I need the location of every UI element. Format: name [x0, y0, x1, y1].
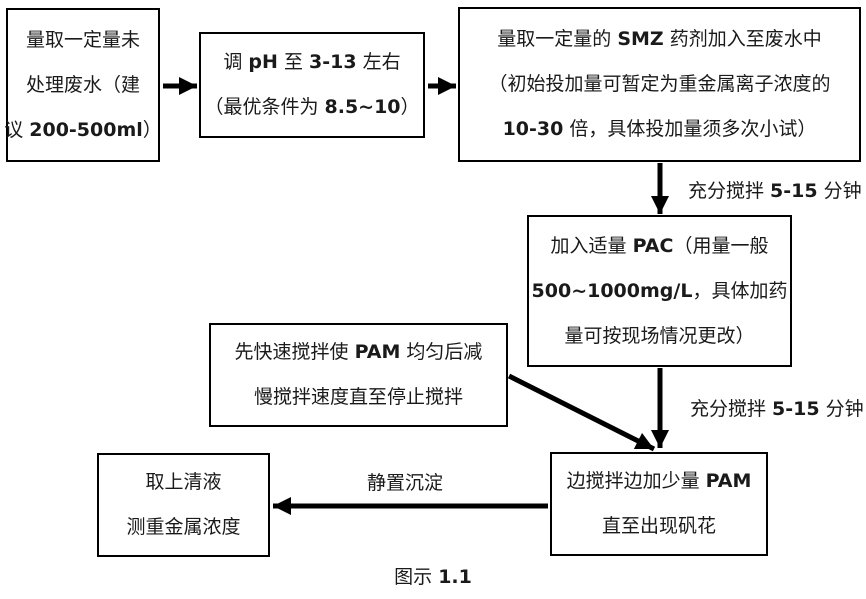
arrow-mixnote-to-pam	[507, 373, 656, 452]
box-take-supernatant: 取上清液 测重金属浓度	[97, 453, 270, 557]
box-text-line: （初始投加量可暂定为重金属离子浓度的	[488, 73, 831, 95]
edge-label-settle: 静置沉淀	[367, 472, 444, 494]
box-pam-mix-speed: 先快速搅拌使 PAM 均匀后减 慢搅拌速度直至停止搅拌	[209, 323, 508, 427]
box-text-line: 500~1000mg/L，具体加药	[531, 279, 788, 302]
box-add-pam: 边搅拌边加少量 PAM 直至出现矾花	[550, 452, 768, 556]
box-text-line: 边搅拌边加少量 PAM	[566, 470, 752, 492]
box-text-line: 测重金属浓度	[126, 516, 241, 538]
edge-label-stir-after-pac: 充分搅拌 5-15 分钟	[690, 398, 864, 420]
box-text-line: 直至出现矾花	[601, 515, 716, 537]
box-text-line: （最优条件为 8.5~10）	[204, 96, 420, 118]
box-text-line: 量可按现场情况更改）	[564, 324, 755, 347]
box-text-line: 10-30 倍，具体投加量须多次小试）	[502, 118, 817, 140]
box-adjust-ph: 调 pH 至 3-13 左右 （最优条件为 8.5~10）	[199, 32, 425, 138]
box-text-line: 处理废水（建	[25, 73, 140, 96]
box-text-line: 量取一定量未	[25, 28, 140, 51]
edge-label-stir-after-smz: 充分搅拌 5-15 分钟	[688, 180, 862, 202]
box-text-line: 加入适量 PAC（用量一般	[550, 234, 769, 257]
box-text-line: 先快速搅拌使 PAM 均匀后减	[234, 341, 483, 363]
box-text-line: 调 pH 至 3-13 左右	[223, 51, 401, 73]
figure-caption: 图示 1.1	[394, 566, 472, 588]
box-text-line: 取上清液	[145, 471, 222, 493]
box-text-line: 议 200-500ml）	[4, 118, 162, 141]
box-text-line: 慢搅拌速度直至停止搅拌	[253, 386, 463, 408]
box-text-line: 量取一定量的 SMZ 药剂加入至废水中	[497, 28, 822, 50]
box-measure-wastewater: 量取一定量未 处理废水（建 议 200-500ml）	[4, 8, 162, 162]
box-add-smz: 量取一定量的 SMZ 药剂加入至废水中 （初始投加量可暂定为重金属离子浓度的 1…	[458, 7, 861, 162]
box-add-pac: 加入适量 PAC（用量一般 500~1000mg/L，具体加药 量可按现场情况更…	[527, 215, 792, 367]
